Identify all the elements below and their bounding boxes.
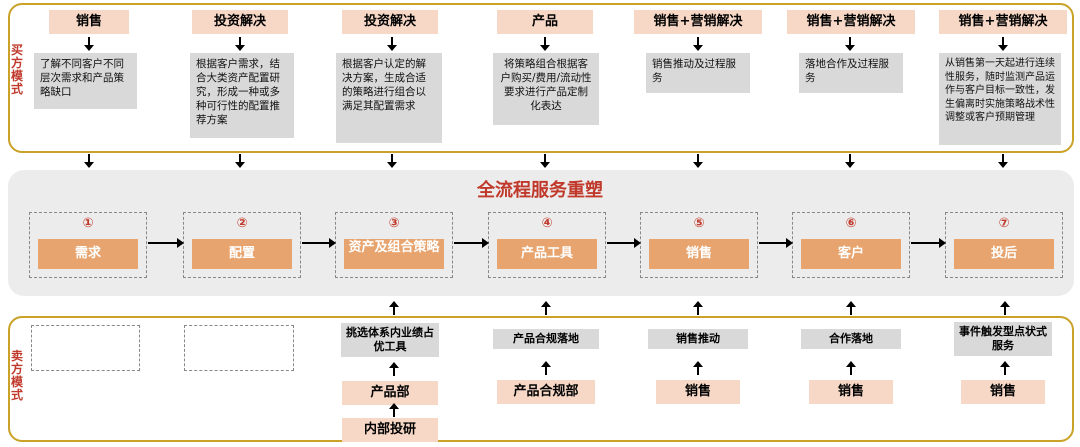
step-label: 资产及组合策略 [344,239,444,269]
arrow-down-icon [540,154,550,168]
step-label: 需求 [38,239,138,269]
arrow-up-icon [1000,301,1010,315]
arrow-up-icon [541,361,551,375]
arrow-up-icon [846,361,856,375]
arrow-down-icon [84,154,94,168]
arrow-up-icon [693,301,703,315]
buyer-col3-desc: 根据客户认定的解决方案，生成合适的策略进行组合以满足其配置需求 [336,53,442,143]
seller-col6-tag: 合作落地 [801,329,901,349]
step-2: ② 配置 [183,212,301,278]
step-3: ③ 资产及组合策略 [335,212,453,278]
buyer-col5-desc: 销售推动及过程服务 [646,53,750,93]
arrow-down-icon [84,37,94,51]
step-number: ② [236,216,248,231]
step-7: ⑦ 投后 [945,212,1063,278]
buyer-col7-desc: 从销售第一天起进行连续性服务，随时监测产品运作与客户目标一致性，发生偏离时实施策… [939,53,1061,145]
step-label: 投后 [954,239,1054,269]
step-6: ⑥ 客户 [792,212,910,278]
seller-mode-label: 卖方模式 [10,349,23,402]
arrow-down-icon [235,37,245,51]
arrow-right-icon [607,238,641,248]
seller-col7-tag: 事件触发型点状式服务 [954,322,1052,356]
buyer-col3-header: 投资解决 [342,10,438,34]
seller-col3-tag: 挑选体系内业绩占优工具 [341,323,439,357]
arrow-right-icon [759,238,793,248]
step-label: 配置 [192,239,292,269]
arrow-down-icon [693,154,703,168]
arrow-down-icon [998,154,1008,168]
buyer-col5-header: 销售+营销解决 [634,10,762,34]
buyer-col1-desc: 了解不同客户不同层次需求和产品策略缺口 [34,53,137,109]
seller-col4-tag: 产品合规落地 [493,329,599,349]
arrow-down-icon [845,154,855,168]
seller-col3-dept: 产品部 [342,381,438,405]
step-label: 产品工具 [497,239,597,269]
arrow-right-icon [454,238,489,248]
seller-col5-tag: 销售推动 [648,329,748,349]
step-number: ④ [541,216,553,231]
seller-col3-dept2: 内部投研 [342,418,438,442]
arrow-right-icon [302,238,336,248]
seller-empty-col2 [184,325,294,371]
arrow-up-icon [1000,361,1010,375]
step-1: ① 需求 [29,212,147,278]
step-number: ① [82,216,94,231]
seller-col6-dept: 销售 [809,380,893,404]
buyer-mode-label: 买方模式 [10,43,23,96]
seller-col5-dept: 销售 [656,380,740,404]
arrow-down-icon [387,37,397,51]
arrow-down-icon [540,37,550,51]
buyer-col2-desc: 根据客户需求，结合大类资产配置研究，形成一种或多种可行性的配置推荐方案 [190,53,294,138]
step-5: ⑤ 销售 [640,212,758,278]
arrow-up-icon [846,301,856,315]
buyer-col4-header: 产品 [497,10,593,34]
buyer-col6-header: 销售+营销解决 [787,10,915,34]
step-4: ④ 产品工具 [488,212,606,278]
arrow-up-icon [541,301,551,315]
arrow-down-icon [235,154,245,168]
arrow-up-icon [389,301,399,315]
arrow-down-icon [693,37,703,51]
buyer-col7-header: 销售+营销解决 [939,10,1067,34]
buyer-col1-header: 销售 [49,10,129,34]
arrow-down-icon [387,154,397,168]
step-label: 销售 [649,239,749,269]
step-label: 客户 [801,239,901,269]
process-band [8,170,1074,296]
process-title: 全流程服务重塑 [477,180,603,201]
arrow-up-icon [389,403,399,417]
seller-col7-dept: 销售 [961,380,1045,404]
arrow-down-icon [845,37,855,51]
arrow-down-icon [998,37,1008,51]
step-number: ⑤ [693,216,705,231]
buyer-col4-desc: 将策略组合根据客户购买/费用/流动性要求进行产品定制化表达 [493,53,599,125]
step-number: ⑦ [998,216,1010,231]
arrow-right-icon [148,238,184,248]
arrow-up-icon [693,361,703,375]
seller-empty-col1 [31,325,140,371]
buyer-col2-header: 投资解决 [192,10,288,34]
seller-col4-dept: 产品合规部 [497,380,595,404]
step-number: ③ [388,216,400,231]
buyer-col6-desc: 落地合作及过程服务 [799,53,903,93]
arrow-up-icon [389,362,399,376]
step-number: ⑥ [845,216,857,231]
arrow-right-icon [911,238,946,248]
